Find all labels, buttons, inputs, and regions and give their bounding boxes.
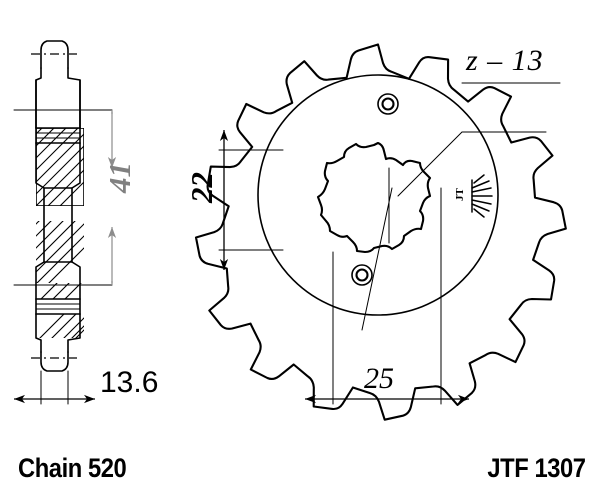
spline-hub-outline: [316, 141, 432, 254]
dimension-label-41: 41: [102, 162, 137, 193]
chain-size-label: Chain 520: [18, 453, 127, 483]
section-hatch-upper: [36, 128, 84, 206]
bolt-hole-top: [377, 93, 399, 115]
part-number-label: JTF 1307: [487, 453, 587, 483]
section-hatch-middle: [36, 221, 84, 283]
sprocket-teeth-outline: [194, 43, 567, 421]
bolt-hole-bottom: [351, 264, 373, 286]
jt-logo-text: JT: [454, 188, 466, 202]
section-hatch-lower: [40, 283, 82, 299]
dimension-label-22: 22: [184, 172, 219, 203]
dimension-label-25: 25: [364, 362, 394, 395]
leader-z13: [397, 131, 547, 197]
section-view: [10, 40, 113, 405]
sprocket-pitch-circle: [257, 74, 499, 316]
section-hatch-lower2: [10, 240, 100, 342]
teeth-callout-label: z – 13: [466, 44, 544, 77]
dimension-label-13-6: 13.6: [100, 366, 159, 399]
front-view-sprocket: [194, 43, 567, 421]
jt-logo: JT: [454, 174, 493, 218]
